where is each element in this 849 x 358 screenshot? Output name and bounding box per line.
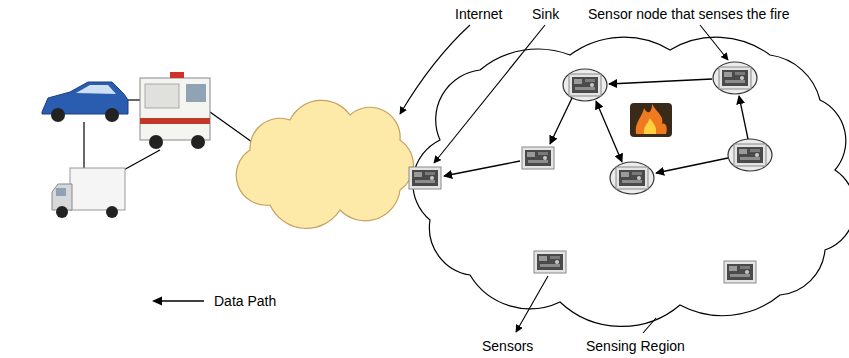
label-text: Sensing Region: [586, 338, 685, 354]
legend-text: Data Path: [214, 293, 276, 309]
sensing-region: [413, 37, 849, 326]
sensor-node: [409, 67, 766, 283]
truck: [52, 168, 125, 218]
callout-label: Internet: [455, 6, 502, 22]
callout-label: Sink: [532, 6, 559, 22]
car: [42, 82, 128, 122]
callout-label: Sensors: [482, 338, 533, 354]
label-text: Sensors: [482, 338, 533, 354]
legend-swatch: [150, 293, 206, 309]
sensor-highlight: [563, 62, 772, 194]
fire: [630, 103, 672, 137]
legend-entry: Data Path: [150, 293, 276, 309]
legend-arrow-line: [160, 300, 204, 302]
legend-arrow-head: [152, 297, 162, 306]
internet-cloud: [236, 100, 413, 228]
label-text: Sink: [532, 6, 559, 22]
label-text: Sensor node that senses the fire: [588, 6, 790, 22]
leader-line: [400, 25, 728, 333]
callout-label: Sensing Region: [586, 338, 685, 354]
label-text: Internet: [455, 6, 502, 22]
ambulance: [140, 72, 210, 149]
callout-label: Sensor node that senses the fire: [588, 6, 790, 22]
